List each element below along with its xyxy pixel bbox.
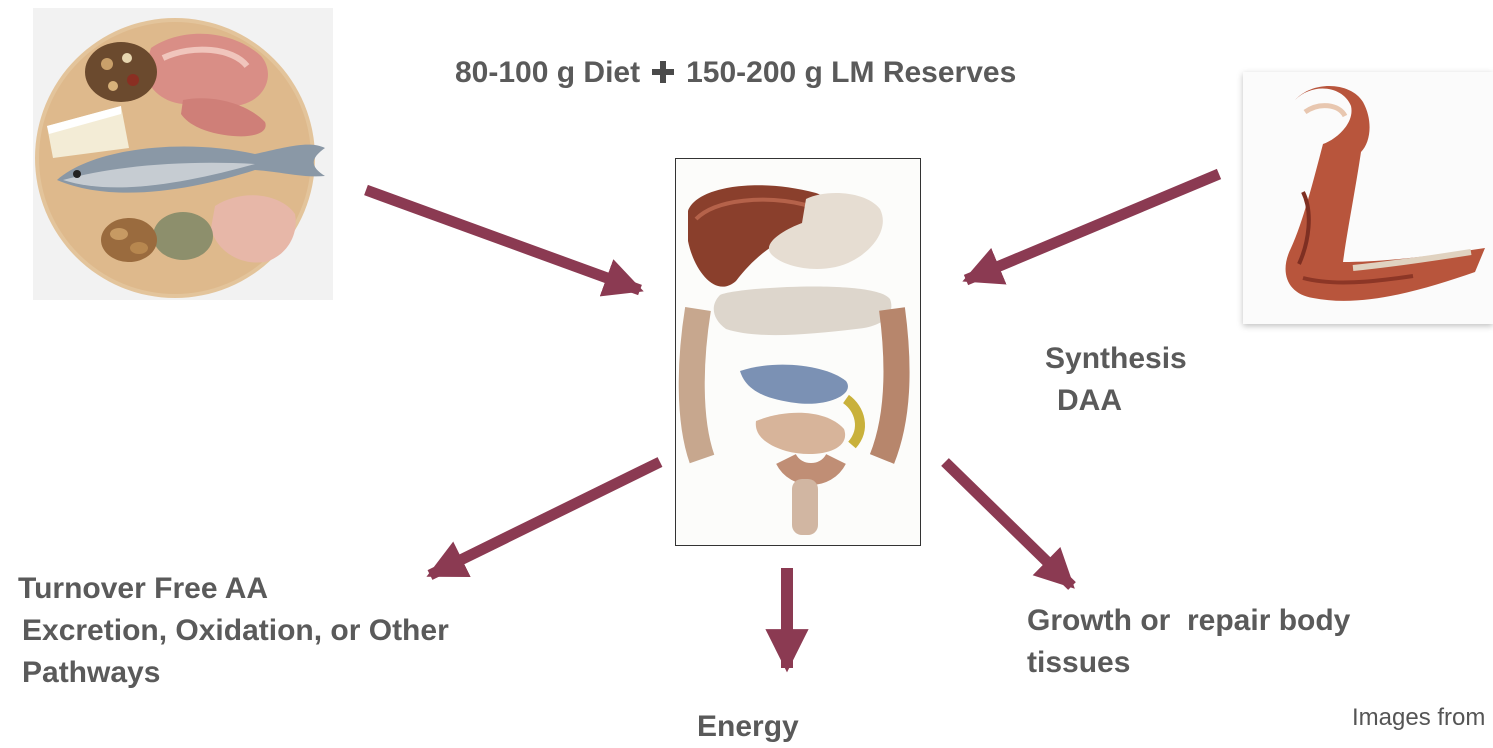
arrow-diet-to-gut [366,190,640,290]
synthesis-line-2: DAA [1045,380,1187,422]
arrow-gut-to-turnover [430,462,660,575]
growth-line-1: Growth or repair body [1027,600,1350,642]
reserves-amount: 150-200 g LM Reserves [686,56,1016,89]
diet-amount: 80-100 g Diet [455,56,640,89]
growth-label: Growth or repair body tissues [1027,600,1350,684]
turnover-label: Turnover Free AA Excretion, Oxidation, o… [18,568,449,694]
growth-line-2: tissues [1027,642,1350,684]
energy-label: Energy [697,706,799,748]
arm-muscle-image [1243,72,1493,324]
turnover-line-1: Turnover Free AA [18,568,449,610]
turnover-line-3: Pathways [18,652,449,694]
turnover-line-2: Excretion, Oxidation, or Other [18,610,449,652]
image-credit: Images from [1352,704,1485,732]
digestive-system-image [675,158,921,546]
food-plate-image [33,8,333,300]
arrow-gut-to-growth [945,462,1072,586]
title: 80-100 g Diet 150-200 g LM Reserves [455,52,1016,94]
arrow-muscle-to-gut [966,174,1219,280]
plus-icon [652,61,674,83]
synthesis-label: Synthesis DAA [1045,338,1187,422]
synthesis-line-1: Synthesis [1045,338,1187,380]
